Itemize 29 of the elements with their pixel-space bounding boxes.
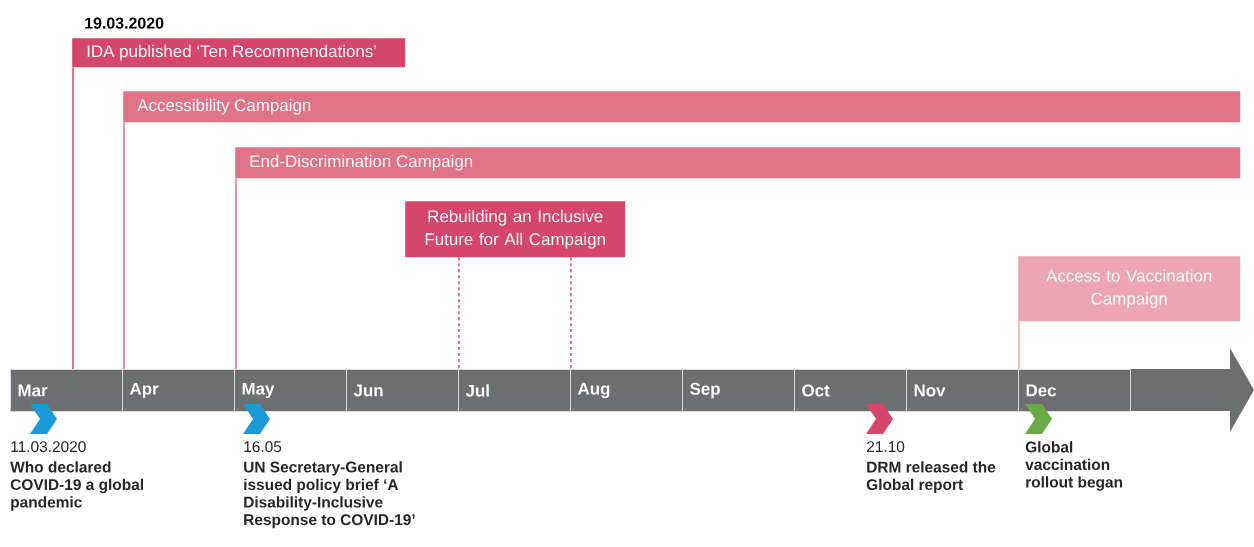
campaign-banner: IDA published ‘Ten Recommendations’ <box>72 38 406 68</box>
month-cell: May <box>234 369 347 412</box>
date-label: 11.03.2020 <box>11 441 86 453</box>
event-text: UN Secretary-General issued policy brief ‘A Disability-Inclusive Response to COVID-19’ <box>244 461 415 529</box>
month-cell: Oct <box>794 369 907 412</box>
month-cell: Jun <box>346 369 459 412</box>
connector-line <box>72 66 74 370</box>
month-cell: Dec <box>1018 369 1131 412</box>
event-text: DRM released the Global report <box>866 461 996 494</box>
campaign-banner: Rebuilding an Inclusive Future for All Campaign <box>405 201 626 258</box>
date-label: 16.05 <box>244 441 282 453</box>
month-cell: Mar <box>10 369 123 412</box>
date-label: 21.10 <box>867 441 905 453</box>
connector-line <box>123 121 125 370</box>
connector-line <box>570 256 572 370</box>
campaign-banner: End-Discrimination Campaign <box>235 147 1241 179</box>
event-text: Global vaccination rollout began <box>1025 441 1123 491</box>
campaign-banner: Accessibility Campaign <box>123 91 1241 123</box>
date-label: 19.03.2020 <box>85 17 164 29</box>
connector-line <box>1018 320 1020 370</box>
month-cell: Jul <box>458 369 571 412</box>
month-cell: Apr <box>122 369 235 412</box>
month-cell: Aug <box>570 369 683 412</box>
campaign-banner: Access to Vaccination Campaign <box>1018 256 1241 322</box>
connector-line <box>458 256 460 370</box>
month-cell: Sep <box>682 369 795 412</box>
event-text: Who declared COVID-19 a global pandemic <box>10 461 143 511</box>
month-cell: Nov <box>906 369 1019 412</box>
connector-line <box>235 177 237 370</box>
